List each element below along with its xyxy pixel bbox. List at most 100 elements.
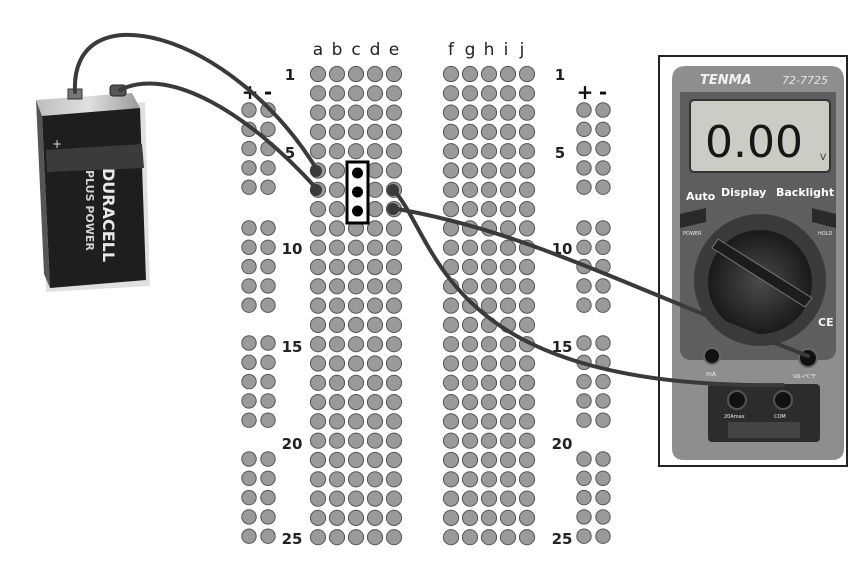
left-rail-minus-hole-15 — [261, 413, 275, 427]
right-rail-plus-hole-7 — [577, 240, 591, 254]
hole-c13 — [348, 298, 363, 313]
hole-e2 — [386, 86, 401, 101]
multimeter-brand: TENMA — [700, 73, 752, 88]
lcd-reading: 0.00 — [705, 117, 803, 168]
hole-b10 — [329, 240, 344, 255]
hole-h3 — [481, 105, 496, 120]
hole-c1 — [348, 66, 363, 81]
hole-f8 — [443, 202, 458, 217]
hole-h22 — [481, 472, 496, 487]
hole-i18 — [500, 395, 515, 410]
right-rail-minus-hole-7 — [596, 240, 610, 254]
hole-g16 — [462, 356, 477, 371]
left-rail-plus-hole-7 — [242, 240, 256, 254]
hole-a14 — [310, 317, 325, 332]
hole-j23 — [519, 491, 534, 506]
hole-h20 — [481, 433, 496, 448]
left-rail-minus-hole-19 — [261, 510, 275, 524]
hole-j12 — [519, 279, 534, 294]
column-label-i: i — [504, 40, 509, 60]
hole-i5 — [500, 144, 515, 159]
hole-e24 — [386, 510, 401, 525]
right-rail-minus-sign: - — [599, 80, 607, 104]
amps-jack[interactable] — [728, 391, 746, 409]
hole-f18 — [443, 395, 458, 410]
hole-c20 — [348, 433, 363, 448]
left-rail-minus-hole-6 — [261, 221, 275, 235]
left-rail-plus-hole-11 — [242, 336, 256, 350]
com-jack[interactable] — [774, 391, 792, 409]
right-rail-plus-sign: + — [577, 80, 594, 104]
hole-i10 — [500, 240, 515, 255]
hole-a23 — [310, 491, 325, 506]
hole-g17 — [462, 375, 477, 390]
hole-g3 — [462, 105, 477, 120]
hole-d2 — [367, 86, 382, 101]
hole-f17 — [443, 375, 458, 390]
hole-f10 — [443, 240, 458, 255]
hole-h10 — [481, 240, 496, 255]
hole-a24 — [310, 510, 325, 525]
hole-e4 — [386, 124, 401, 139]
hole-b22 — [329, 472, 344, 487]
right-rail-minus-hole-1 — [596, 103, 610, 117]
hole-i19 — [500, 414, 515, 429]
hole-d13 — [367, 298, 382, 313]
hole-b14 — [329, 317, 344, 332]
battery-brand: DURACELL — [99, 168, 118, 262]
hole-h21 — [481, 452, 496, 467]
hole-c16 — [348, 356, 363, 371]
hole-j4 — [519, 124, 534, 139]
hole-j20 — [519, 433, 534, 448]
left-rail-plus-hole-8 — [242, 259, 256, 273]
hole-d21 — [367, 452, 382, 467]
left-rail-minus-sign: - — [264, 80, 272, 104]
hole-h11 — [481, 259, 496, 274]
hole-d5 — [367, 144, 382, 159]
left-rail-plus-hole-17 — [242, 471, 256, 485]
hole-d8 — [367, 202, 382, 217]
left-rail-minus-hole-4 — [261, 161, 275, 175]
hole-b19 — [329, 414, 344, 429]
hole-g4 — [462, 124, 477, 139]
hole-c2 — [348, 86, 363, 101]
hole-i4 — [500, 124, 515, 139]
wire-battery-negative — [120, 83, 316, 188]
ma-jack[interactable] — [704, 348, 720, 364]
hole-i21 — [500, 452, 515, 467]
left-rail-minus-hole-11 — [261, 336, 275, 350]
hole-b7 — [329, 182, 344, 197]
hole-f19 — [443, 414, 458, 429]
hole-g6 — [462, 163, 477, 178]
ce-mark: CE — [818, 316, 834, 329]
hole-i1 — [500, 66, 515, 81]
hole-g25 — [462, 530, 477, 545]
hole-c21 — [348, 452, 363, 467]
hole-d22 — [367, 472, 382, 487]
right-rail-plus-hole-10 — [577, 298, 591, 312]
hole-g20 — [462, 433, 477, 448]
hole-e9 — [386, 221, 401, 236]
hole-h25 — [481, 530, 496, 545]
hole-i8 — [500, 202, 515, 217]
hole-a16 — [310, 356, 325, 371]
hole-j8 — [519, 202, 534, 217]
left-rail-minus-hole-10 — [261, 298, 275, 312]
wire-end-a7 — [310, 184, 322, 196]
hole-i13 — [500, 298, 515, 313]
hole-j25 — [519, 530, 534, 545]
hold-button-label: HOLD — [818, 231, 832, 237]
hole-i23 — [500, 491, 515, 506]
hole-d15 — [367, 337, 382, 352]
column-labels: a b c d e f g h i j — [313, 40, 525, 60]
left-rail-minus-hole-7 — [261, 240, 275, 254]
hole-e16 — [386, 356, 401, 371]
right-rail-plus-hole-14 — [577, 394, 591, 408]
hole-j22 — [519, 472, 534, 487]
hole-h23 — [481, 491, 496, 506]
hole-a3 — [310, 105, 325, 120]
volt-ohm-jack-label: VΩ→°C°F — [793, 374, 816, 380]
left-rail-plus-hole-4 — [242, 161, 256, 175]
hole-h16 — [481, 356, 496, 371]
hole-d20 — [367, 433, 382, 448]
